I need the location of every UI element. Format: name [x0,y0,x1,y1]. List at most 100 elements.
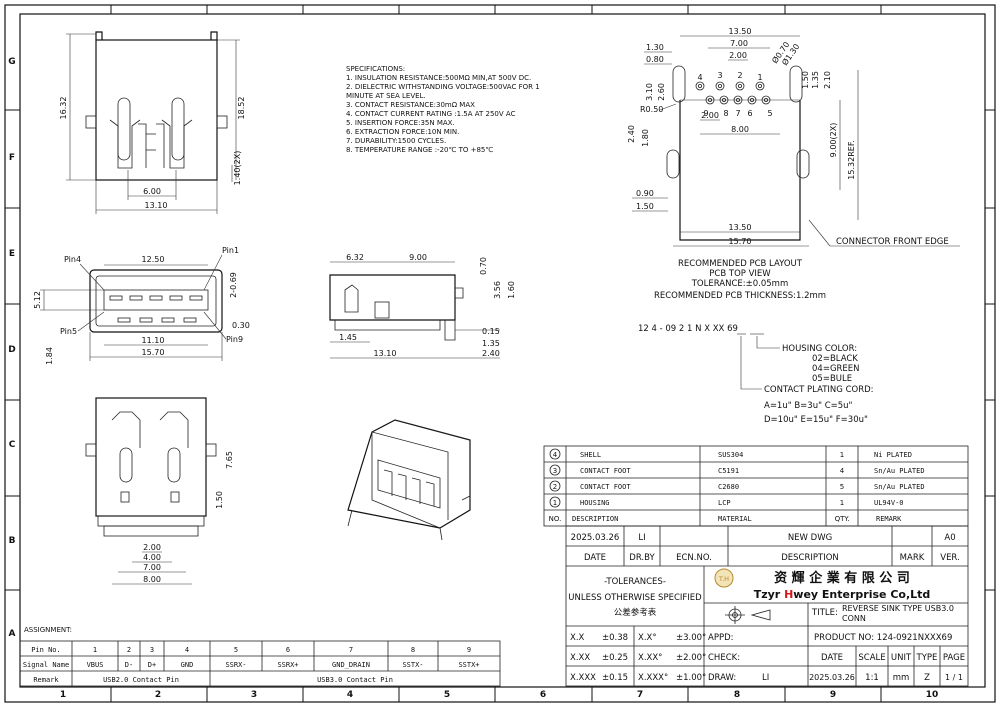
iso-contacts [383,469,435,506]
front-view-tongue [103,289,209,311]
title-line: CONN [842,614,866,623]
assignment-header: Remark [33,676,59,684]
housing-title: HOUSING COLOR: [782,344,857,354]
dim-text: 15.70 [142,348,165,357]
pin-number: 7 [735,109,740,118]
spec-line: 4. CONTACT CURRENT RATING :1.5A AT 250V … [346,110,516,118]
bom-number-circle [549,464,561,476]
row-label: D [8,345,15,355]
bom-mat: SUS304 [718,451,743,459]
pin-label: Pin1 [222,246,239,255]
pcb-slot [789,65,803,103]
pin-no: 5 [234,646,238,654]
outer-frame [4,4,996,703]
dim-text: 18.52 [237,97,246,120]
pcb-hole [747,95,757,105]
dim-text: 1.30 [646,43,664,52]
dim-text: 15.32REF. [847,140,856,179]
pin-no: 1 [93,646,97,654]
plating-option: A=1u" B=3u" C=5u" [764,401,853,411]
row-label: F [9,153,15,163]
dim-text: 1.84 [45,347,54,365]
spec-line: 6. EXTRACTION FORCE:10N MIN. [346,128,459,136]
pin-number: 2 [737,71,742,80]
spec-line: 8. TEMPERATURE RANGE :-20℃ TO +85℃ [346,146,493,154]
draw-by: LI [762,673,769,683]
bom-qty: 1 [840,499,844,507]
pcb-outline [679,100,801,241]
bottom-view-pinrow [103,525,199,537]
pin-no: 9 [467,646,471,654]
pin-assignment-table: ASSIGNMENT: Pin No. Signal Name Remark 1… [19,626,501,687]
dim-text: 13.50 [729,27,752,36]
inner-frame [19,13,986,688]
assignment-frame [19,640,501,687]
frame-ticks [5,5,995,702]
rev-header: MARK [900,553,925,563]
leader-line [740,336,762,390]
tol-value: ±3.00° [676,633,706,643]
bom-header: NO. [549,515,562,523]
tol-key: X.X [570,633,585,643]
signal-name: GND_DRAIN [332,661,370,669]
pcb-caption: PCB TOP VIEW [709,269,771,279]
tol-key: X.XX° [638,653,662,663]
rev-by: LI [638,533,645,543]
pcb-slot [672,65,686,103]
top-view: 16.32 18.52 1.40(2X) 6.00 13.10 [59,31,246,214]
dim-text: 1.50 [215,491,224,509]
dim-text: 0.90 [636,189,654,198]
bom-desc: HOUSING [580,499,610,507]
iso-port [377,459,441,509]
pcb-hole [695,81,705,91]
dim-text: 9.00(2X) [829,123,838,158]
bom-header: MATERIAL [718,515,752,523]
dim-text: 0.70 [479,257,488,275]
pcb-slot [796,149,810,179]
leader-line [79,263,105,291]
pcb-hole-inner [738,84,743,89]
specifications: SPECIFICATIONS: 1. INSULATION RESISTANCE… [346,65,540,154]
dim-text: 6.32 [346,253,364,262]
dim-text: 7.65 [225,451,234,469]
contact-pad [189,295,203,301]
housing-option: 02=BLACK [812,354,858,364]
assignment-header: Signal Name [23,661,69,669]
product-no: PRODUCT NO: 124-0921NXXX69 [814,633,952,643]
front-view-contacts [109,295,203,323]
bom-header: QTY. [835,515,850,523]
leader-line [808,219,831,247]
bom-qty: 4 [840,467,845,475]
contact-pad [183,317,197,323]
dim-text: 1.35 [811,71,820,89]
dim-text: 1.40(2X) [233,151,242,186]
pin-number: 1 [757,73,762,82]
housing-option: 04=GREEN [812,364,860,374]
pcb-caption: RECOMMENDED PCB LAYOUT [678,259,803,269]
front-view-shell [89,269,223,333]
tb-value: 1 / 1 [945,673,963,682]
pin-no: 8 [411,646,415,654]
dim-text: 13.10 [145,201,168,210]
dim-text: 13.10 [374,349,397,358]
bom-qty: 5 [840,483,844,491]
pin-no: 2 [127,646,131,654]
spec-line: MINUTE AT SEA LEVEL. [346,92,426,100]
rev-header: VER. [940,553,960,563]
pcb-hole [755,81,765,91]
check-label: CHECK: [708,653,740,663]
contact-pad [109,295,123,301]
col-label: 7 [637,690,643,700]
pcb-hole-inner [750,98,755,103]
bom-no: 4 [553,451,558,459]
pcb-hole [733,95,743,105]
signal-name: D- [125,661,133,669]
bottom-view-slot [119,447,133,483]
dim-text: 1.45 [339,333,357,342]
bom-header: DESCRIPTION [572,515,618,523]
pin-label: Pin5 [60,327,77,336]
bom-mat: C2680 [718,483,739,491]
specs-heading: SPECIFICATIONS: [346,65,405,73]
pcb-hole [735,81,745,91]
rev-header: DESCRIPTION [781,553,839,563]
